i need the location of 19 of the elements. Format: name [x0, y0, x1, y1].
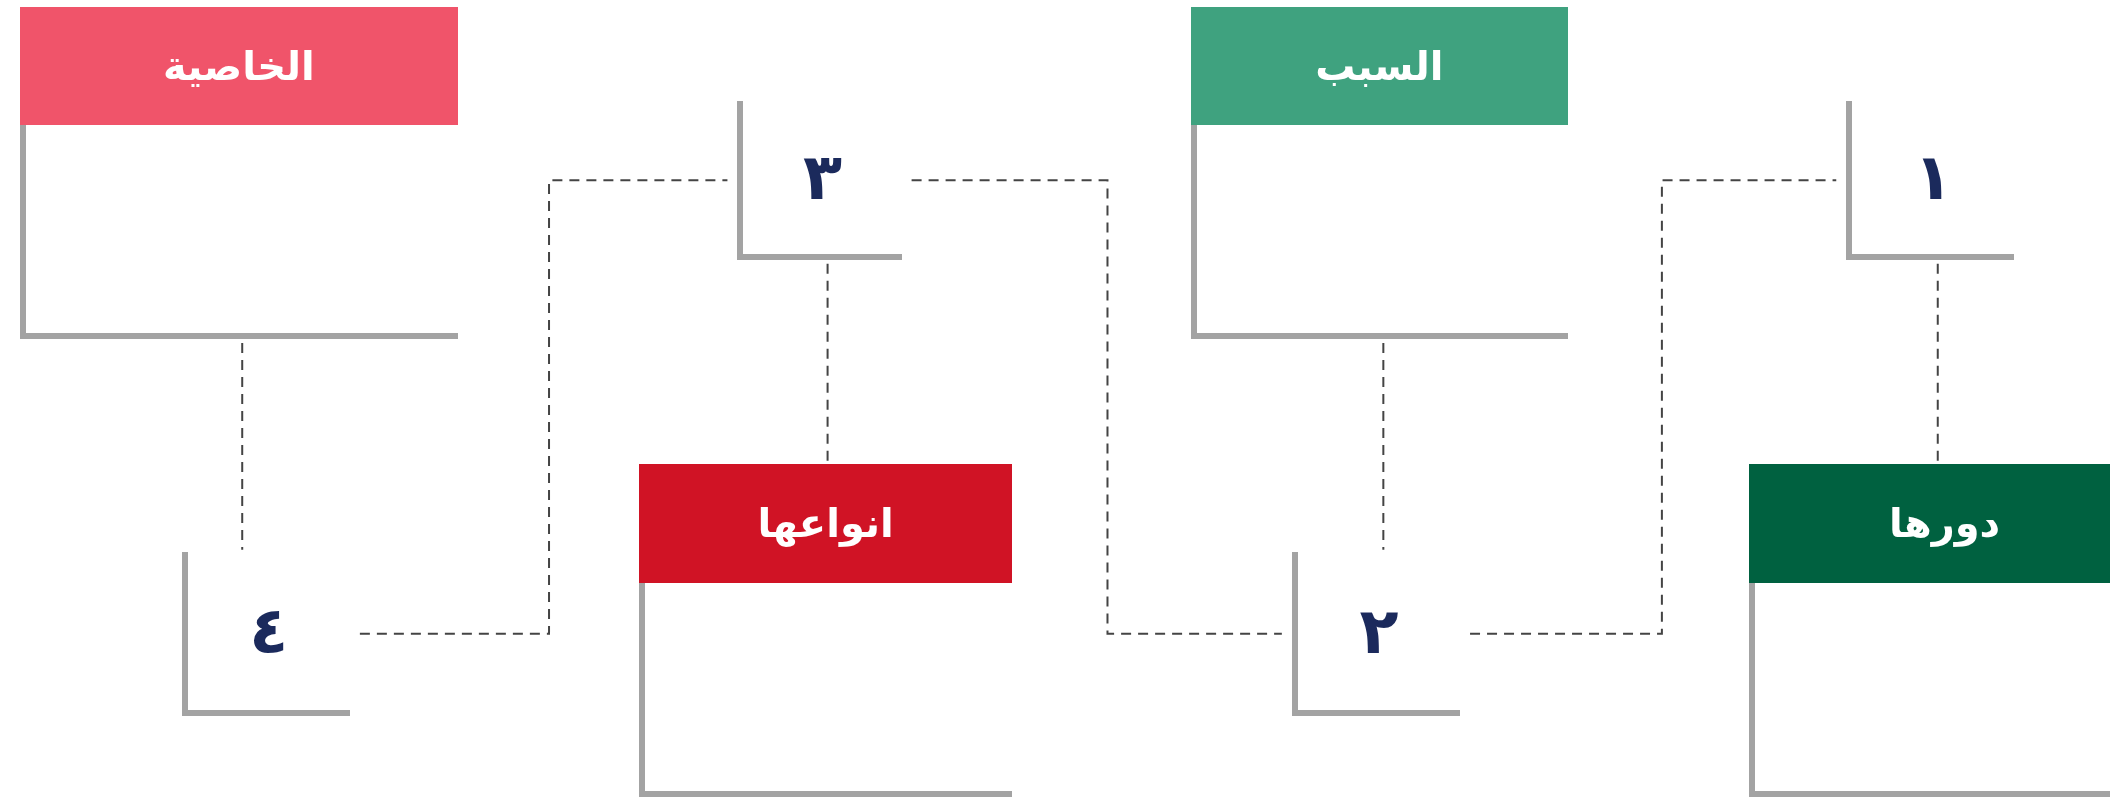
card-body	[639, 582, 1012, 797]
number-box: ٤	[181, 551, 350, 716]
card-body	[1749, 582, 2110, 797]
number-box: ٢	[1291, 551, 1461, 716]
card-header: انواعها	[639, 464, 1012, 583]
connector-line	[241, 342, 244, 551]
connector-line	[1382, 342, 1385, 551]
connector-line	[358, 179, 729, 635]
number-box: ٣	[737, 100, 902, 260]
number-box: ١	[1846, 100, 2015, 260]
connector-line	[826, 262, 829, 464]
connector-line	[910, 179, 1283, 635]
card-header: السبب	[1190, 6, 1568, 126]
card-body	[1190, 125, 1568, 340]
connector-line	[1936, 262, 1939, 464]
card-body	[20, 125, 458, 340]
card-header: دورها	[1749, 464, 2110, 583]
connector-line	[1469, 179, 1838, 635]
card-header: الخاصية	[20, 6, 458, 126]
